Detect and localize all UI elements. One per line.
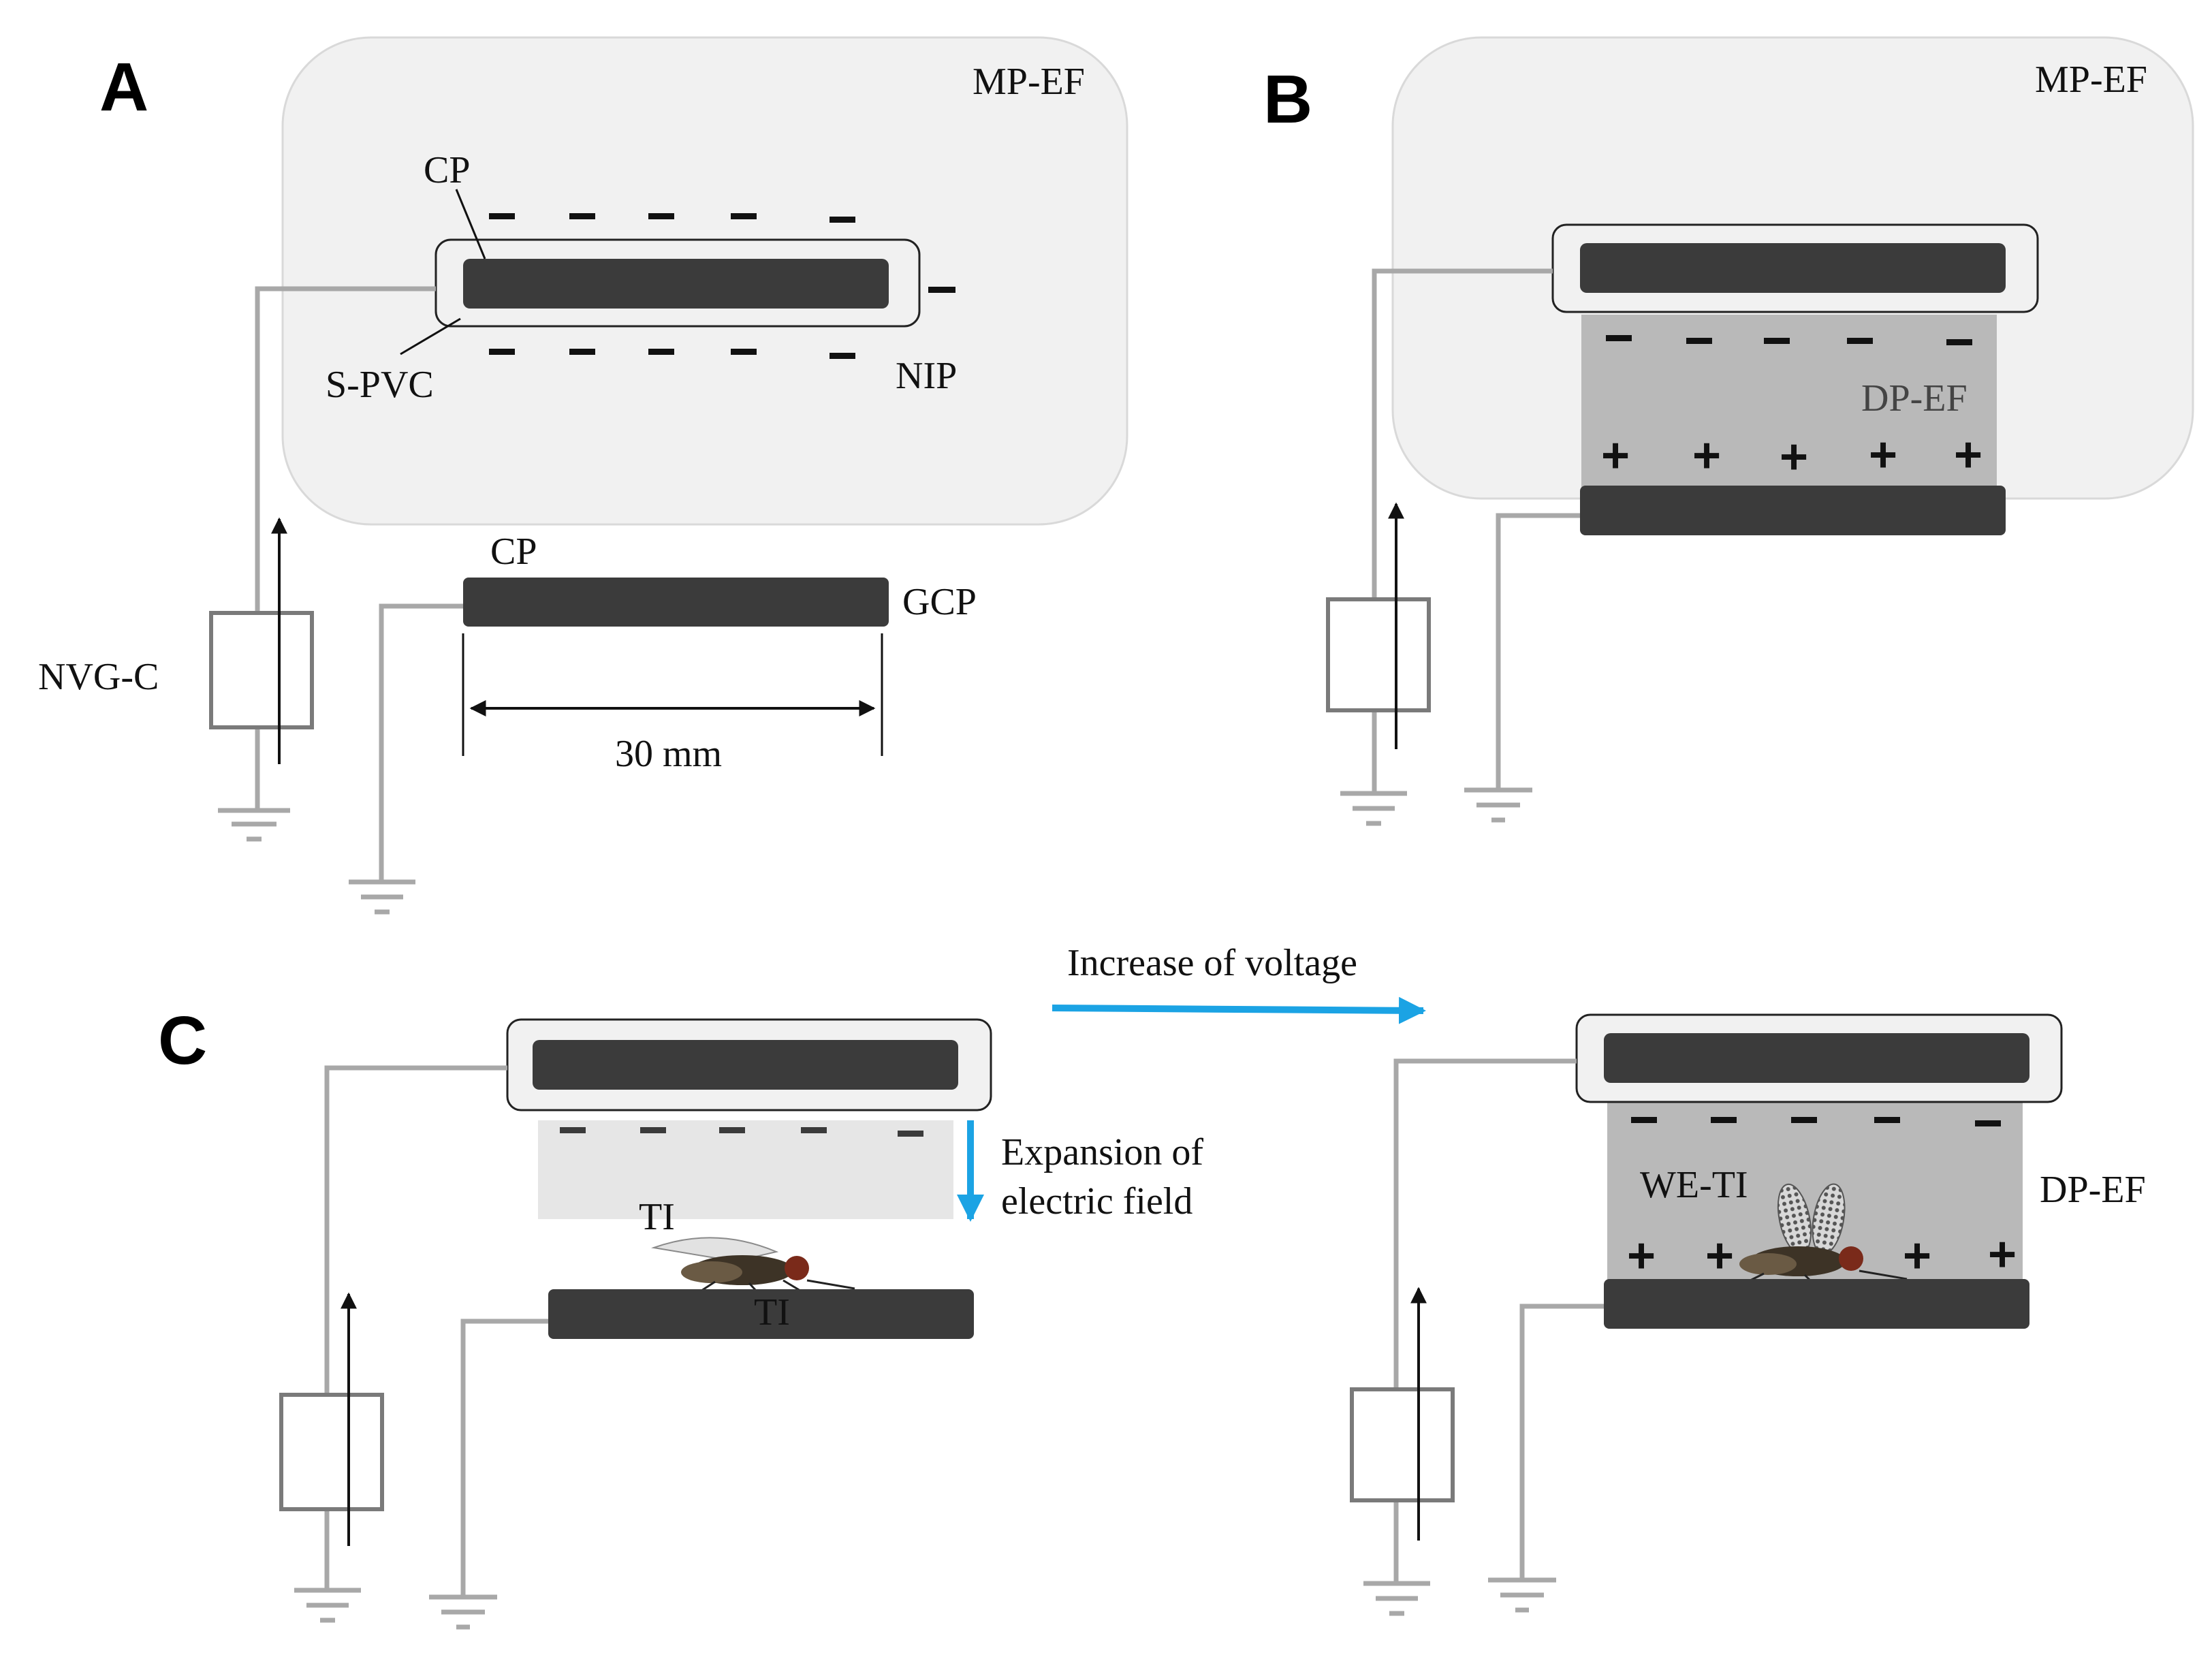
dp-ef-label-c: DP-EF [2040,1169,2146,1211]
mp-ef-label-a: MP-EF [973,61,1085,103]
svg-text:+: + [1954,428,1982,482]
ground-icon [349,879,415,915]
nip-label: NIP [896,355,957,397]
s-pvc-label: S-PVC [326,364,434,406]
voltage-generator-c-right [1350,1387,1455,1502]
cp-leader-line [455,189,486,259]
grounded-counter-plate-b [1580,486,2006,535]
panel-label-b: B [1263,61,1312,138]
increase-voltage-arrow [1052,996,1426,1024]
we-ti-label: WE-TI [1640,1164,1748,1206]
negative-charges-b [1606,335,1972,345]
probe-wire-c-left [324,1065,507,1590]
housefly-icon [651,1237,855,1292]
ground-icon [1464,787,1532,823]
expansion-label-line2: electric field [1001,1180,1192,1222]
panel-c-right: WE-TI DP-EF + + + + [1350,1013,2146,1616]
nvg-c-label: NVG-C [38,656,159,698]
negative-charges-c-right [1631,1117,2001,1126]
panel-a: A MP-EF CP S-PVC NIP [38,36,1128,915]
dp-ef-label-b: DP-EF [1861,377,1968,420]
s-pvc-leader-line [400,317,461,356]
svg-text:+: + [1627,1229,1656,1283]
plate-wire-b [1496,513,1580,790]
probe-wire-c-right [1393,1058,1577,1583]
ground-icon [218,808,290,842]
panel-label-a: A [99,49,148,125]
increase-voltage-label: Increase of voltage [1067,942,1357,984]
svg-text:+: + [1869,428,1897,482]
plate-wire-c-right [1519,1304,1604,1580]
ground-icon [429,1594,497,1630]
panel-c-left: C Expansion of electric field TI TI [158,1003,1203,1630]
increase-voltage-indicator: Increase of voltage [1052,942,1426,1024]
charged-probe-c-left [533,1040,958,1090]
panel-label-c: C [158,1003,207,1079]
grounded-counter-plate-c-right [1604,1279,2029,1329]
scale-label: 30 mm [615,733,722,775]
cp-label-top: CP [424,149,471,191]
negative-charges-c-left [560,1127,923,1137]
voltage-generator-a [209,611,314,729]
ground-icon [1340,791,1407,826]
charged-probe-b [1580,243,2006,293]
grounded-counter-plate-c-left [548,1289,974,1339]
housefly-raised-wings-icon [1739,1183,1908,1283]
negative-charge-side-a [928,287,955,293]
svg-text:+: + [1903,1229,1931,1283]
plate-wire-c-left [460,1319,548,1597]
svg-text:+: + [1601,428,1630,483]
svg-text:+: + [1705,1229,1734,1283]
cp-label-bottom: CP [490,531,537,573]
svg-text:+: + [1692,428,1721,483]
ti-label-lower: TI [754,1291,790,1334]
ground-icon [1488,1577,1556,1613]
dp-ef-region-b [1581,315,1997,492]
panel-b: B MP-EF DP-EF + + + + + [1263,36,2194,826]
negative-charges-bottom-a [489,349,855,359]
positive-charges-b: + + + + + [1601,428,1982,484]
svg-text:+: + [1780,430,1808,484]
svg-text:+: + [1988,1227,2017,1282]
charged-probe-a [463,259,889,309]
gcp-wire [379,603,463,882]
ti-label-upper: TI [639,1196,675,1238]
ground-icon [294,1588,361,1623]
voltage-generator-b [1326,597,1431,712]
gcp-label: GCP [902,581,977,623]
charged-probe-c-right [1604,1033,2029,1083]
voltage-generator-c-left [279,1393,384,1511]
negative-charges-top-a [489,213,855,223]
mp-ef-label-b: MP-EF [2035,59,2147,101]
grounded-counter-plate-a [463,578,889,627]
positive-charges-c-right: + + + + [1627,1227,2017,1283]
expansion-label-line1: Expansion of [1001,1131,1203,1173]
ground-icon [1363,1581,1430,1616]
expansion-region [538,1120,953,1219]
